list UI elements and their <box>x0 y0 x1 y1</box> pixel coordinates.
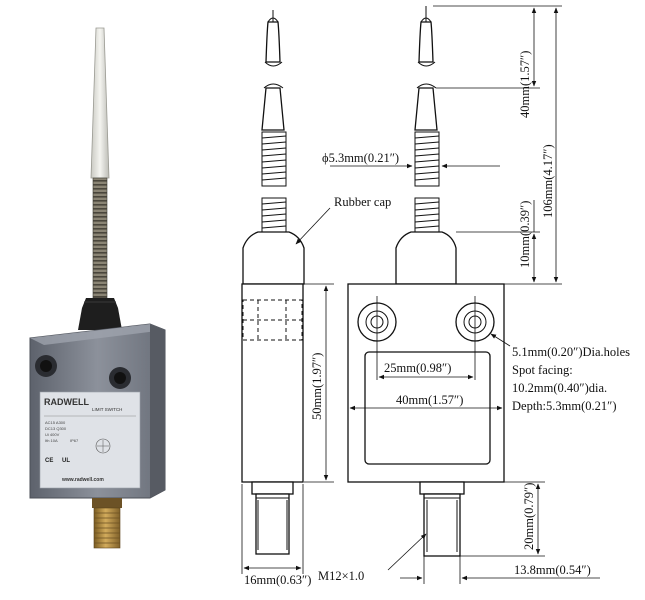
side-connector-outline <box>255 493 290 555</box>
plastic-rod-tip <box>90 27 110 179</box>
dim-label-dia-5-3: ϕ5.3mm(0.21″) <box>322 151 399 165</box>
dim-label-10: 10mm(0.39″) <box>518 201 532 268</box>
hole-spec-line-4: Depth:5.3mm(0.21″) <box>512 399 617 413</box>
dim-label-40-body: 40mm(1.57″) <box>396 393 463 407</box>
rubber-cap-outline <box>242 231 305 285</box>
spec-line: AC15 A300 <box>45 420 66 425</box>
front-connector-outline <box>423 493 461 557</box>
dimension-labels: ϕ5.3mm(0.21″) Rubber cap 40mm(1.57″) 106… <box>244 51 630 587</box>
side-body-outline <box>241 283 304 483</box>
dim-label-106: 106mm(4.17″) <box>541 144 555 218</box>
spec-line: Ith 10A <box>45 438 58 443</box>
spec-line: DC13 Q300 <box>45 426 67 431</box>
website-text: www.radwell.com <box>61 477 104 483</box>
hole-spec-line-1: 5.1mm(0.20″)Dia.holes <box>512 345 630 359</box>
product-name-text: LIMIT SWITCH <box>92 407 122 412</box>
dim-label-40-top: 40mm(1.57″) <box>518 51 532 118</box>
ip-rating: IP67 <box>70 438 79 443</box>
dim-label-20: 20mm(0.79″) <box>522 483 536 550</box>
dim-label-25: 25mm(0.98″) <box>384 361 451 375</box>
dim-label-50: 50mm(1.97″) <box>310 353 324 420</box>
brand-logo-text: RADWELL <box>44 397 89 407</box>
product-label <box>39 391 141 489</box>
spec-line: Ui 400V <box>45 432 60 437</box>
front-view-drawing <box>330 5 600 584</box>
dim-label-16: 16mm(0.63″) <box>244 573 311 587</box>
spring <box>92 177 108 299</box>
rubber-cap-label: Rubber cap <box>334 195 391 209</box>
svg-text:UL: UL <box>62 458 70 464</box>
dim-label-13-8: 13.8mm(0.54″) <box>514 563 591 577</box>
thread-spec-label: M12×1.0 <box>318 569 364 583</box>
rubber-cap <box>78 298 122 330</box>
wiring-diagram-icon <box>95 438 111 454</box>
svg-text:CE: CE <box>45 458 53 464</box>
hole-spec-line-2: Spot facing: <box>512 363 573 377</box>
side-view-drawing <box>241 10 334 574</box>
product-photo: RADWELL LIMIT SWITCH AC15 A300 DC13 Q300… <box>29 27 166 549</box>
hole-spec-line-3: 10.2mm(0.40″)dia. <box>512 381 607 395</box>
